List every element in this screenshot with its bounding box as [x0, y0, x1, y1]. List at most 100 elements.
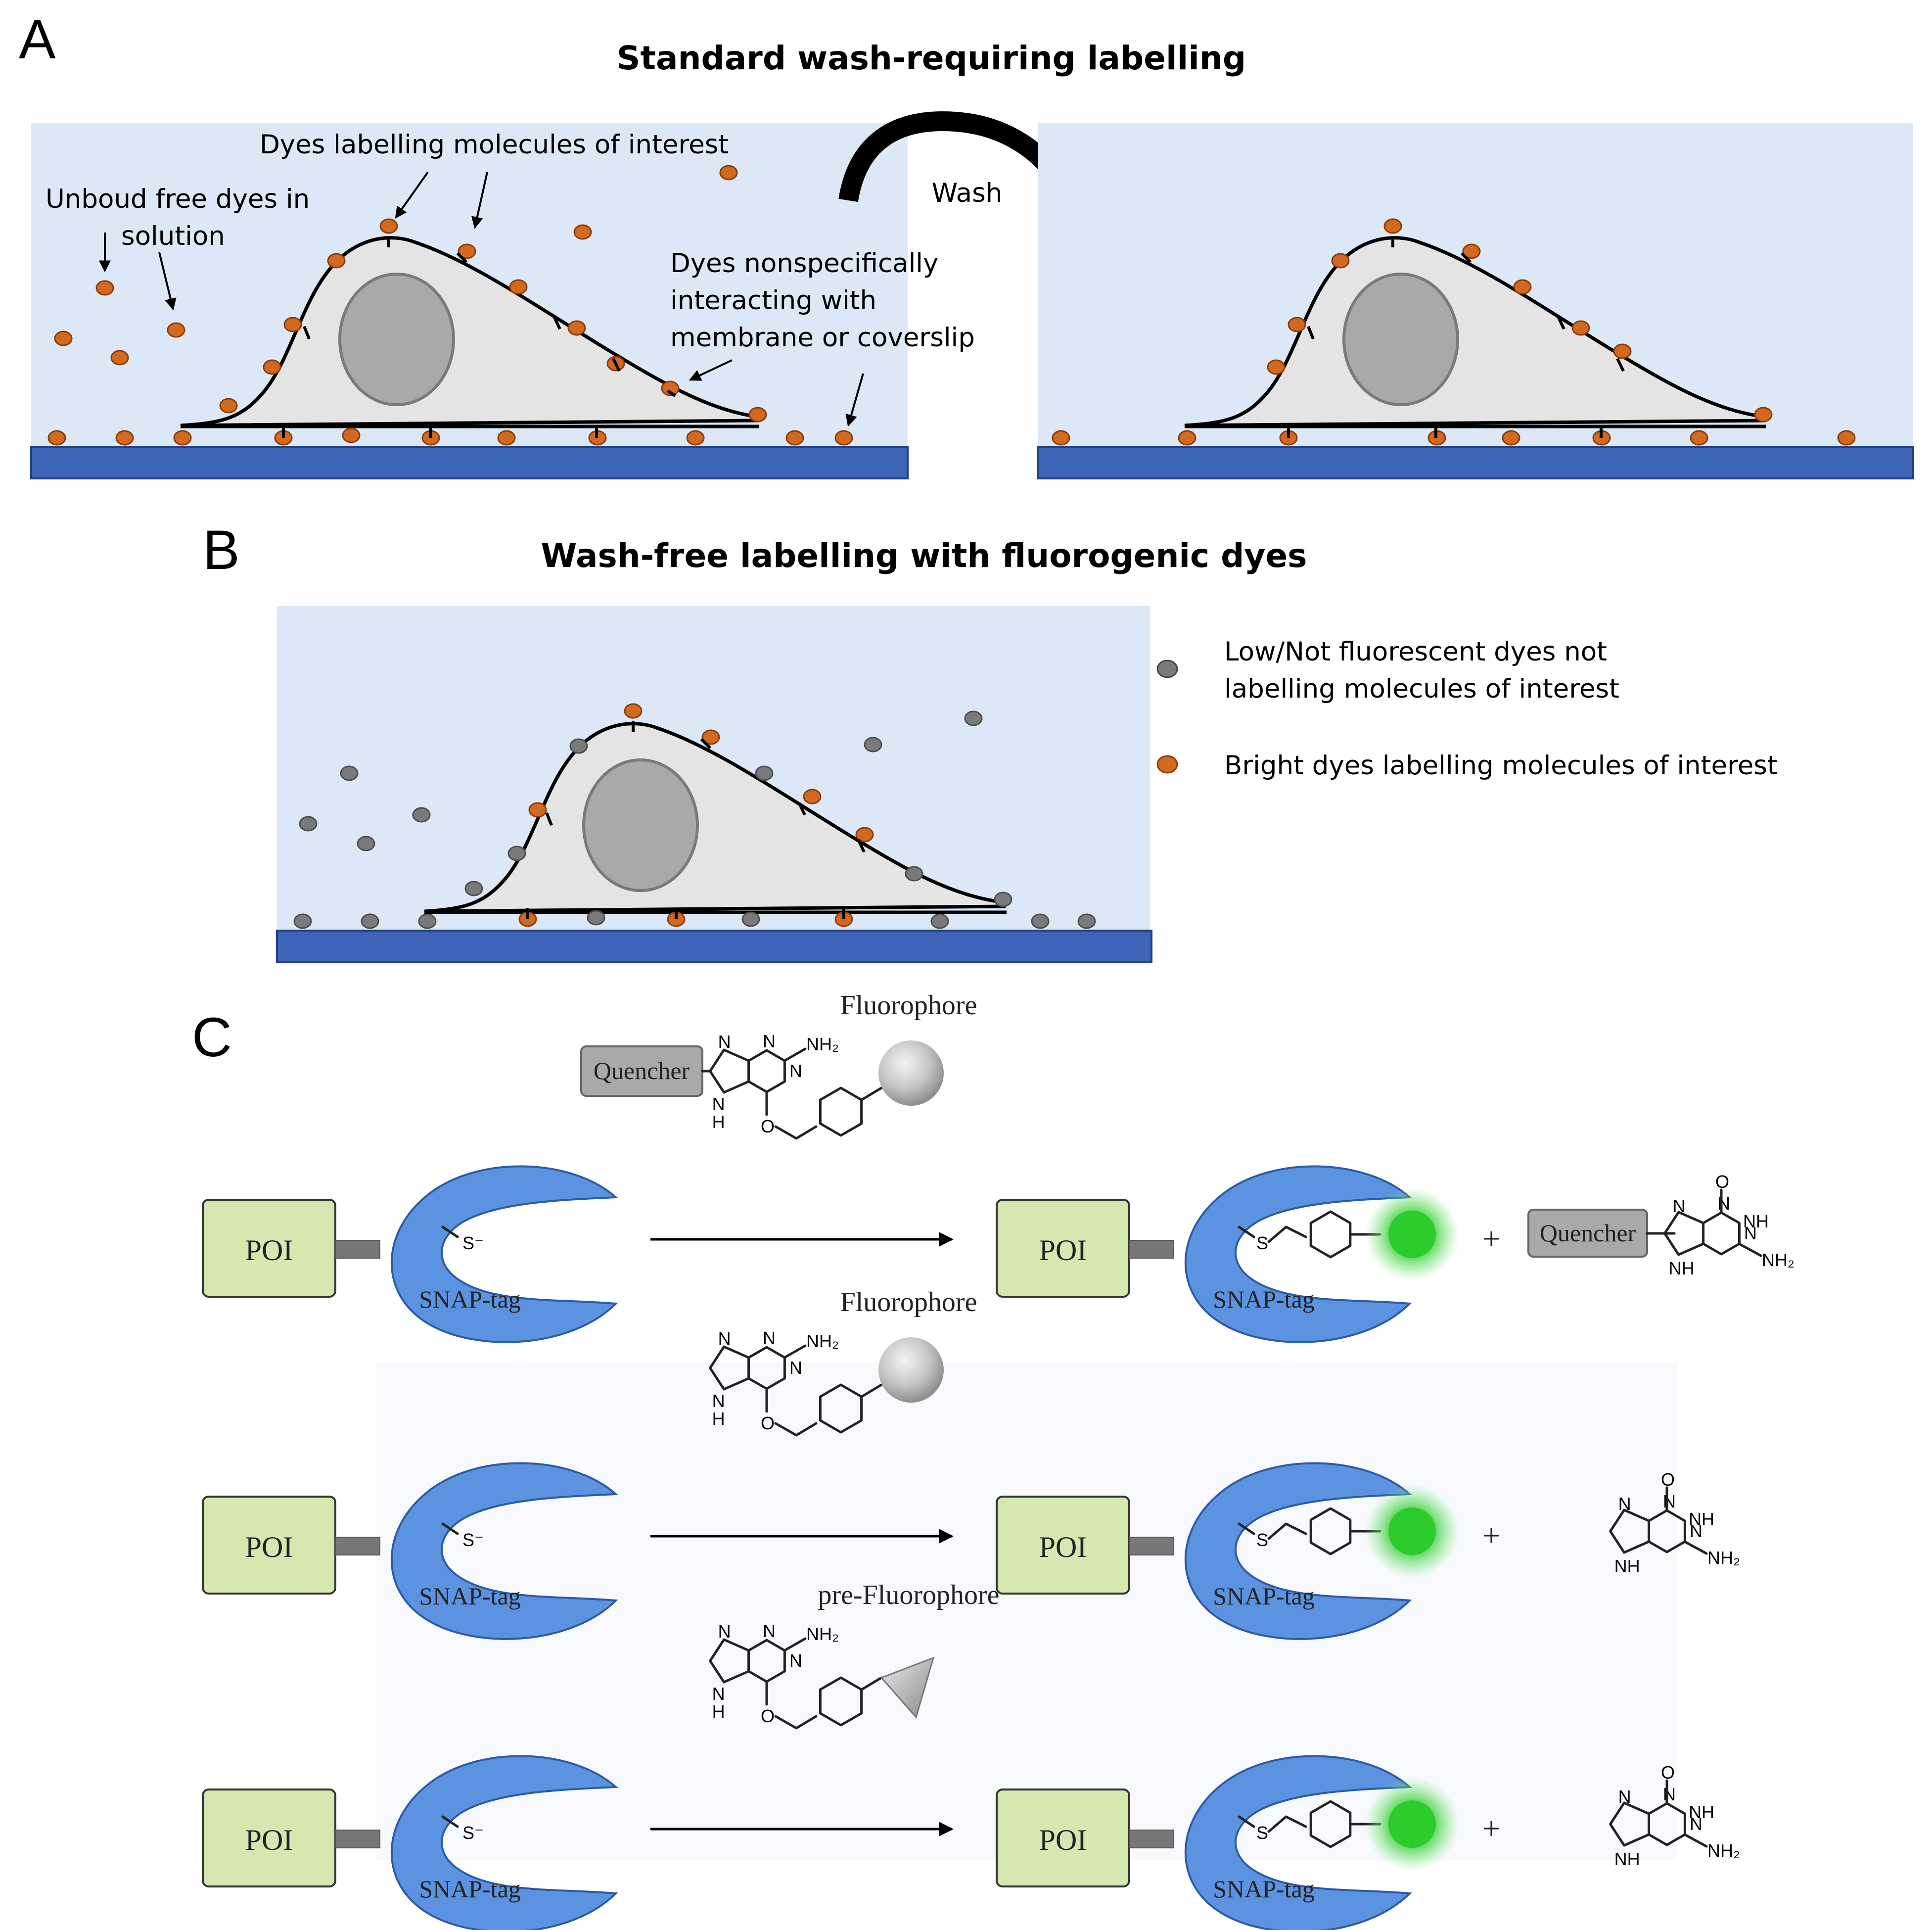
thioether-label: S: [1256, 1823, 1268, 1843]
membrane-anchor: [303, 326, 311, 340]
row3-guanine-n-label: N: [1618, 1787, 1631, 1807]
row1-guanine-n-label: N: [1717, 1193, 1730, 1214]
linker: [1129, 1830, 1174, 1848]
bright-dye: [1288, 317, 1306, 332]
bright-dye: [1178, 430, 1196, 446]
snap-tag-shape: [390, 1165, 619, 1343]
row2-n-label: N: [712, 1391, 725, 1411]
nucleus-b: [582, 758, 699, 892]
annotation-nonspecific-line3: membrane or coverslip: [670, 323, 975, 353]
row1-amine-bond: [783, 1047, 807, 1062]
dark-dye: [741, 911, 760, 927]
panel-b-title: Wash-free labelling with fluorogenic dye…: [541, 537, 1307, 575]
coverslip-b: [276, 930, 1152, 963]
row1-nh2-label: NH₂: [806, 1034, 839, 1054]
thioether-label: S: [1256, 1530, 1268, 1550]
panel-c-letter: C: [192, 1006, 232, 1068]
row3-guanine-imidazole-ring: [1609, 1801, 1651, 1847]
product-methylene-bond: [1267, 1522, 1307, 1540]
bright-dye: [1754, 407, 1773, 423]
row2-n-label: N: [718, 1328, 731, 1349]
row1-o-label: O: [761, 1116, 775, 1136]
panel-a-letter: A: [19, 8, 56, 70]
dye-layer: [47, 165, 1856, 929]
fluorescent-fluorophore: [1388, 1507, 1436, 1555]
dark-dye: [964, 710, 983, 726]
bright-dye: [1502, 430, 1520, 446]
thiolate-label: S⁻: [462, 1823, 484, 1843]
row3-methylene-bond: [774, 1715, 818, 1730]
row1-n-label: N: [789, 1061, 802, 1081]
bright-dye: [167, 322, 185, 338]
snap-tag-label: SNAP-tag: [1213, 1875, 1315, 1903]
linker: [1129, 1240, 1174, 1259]
bright-dye: [1613, 343, 1632, 359]
quencher-label-product: Quencher: [1540, 1219, 1636, 1247]
row3-substrate-imidazole: [709, 1638, 750, 1684]
bright-dye: [47, 430, 66, 446]
bright-dye: [1571, 320, 1590, 336]
reaction-row-1: POISNAP-tagS⁻QuencherNNHNNNH₂OFluorophor…: [202, 990, 1794, 1343]
row3-h-label: H: [712, 1701, 725, 1722]
bright-dye: [573, 224, 592, 240]
coverslip-left: [30, 446, 909, 479]
snap-tag-label: SNAP-tag: [1213, 1285, 1315, 1313]
thioether-bond: [1238, 1522, 1255, 1535]
membrane-anchor: [545, 812, 553, 826]
row1-guanine-amine-bond: [1738, 1242, 1762, 1257]
bright-dye: [701, 729, 720, 745]
row2-guanine-n-label: N: [1690, 1521, 1702, 1541]
row2-substrate-imidazole: [709, 1345, 750, 1391]
plus-sign: +: [1482, 1811, 1500, 1846]
bright-dye: [1462, 243, 1481, 259]
dark-dye: [930, 913, 949, 929]
poi-label: POI: [245, 1824, 293, 1856]
row1-guanine-nh2-label: NH₂: [1762, 1250, 1794, 1270]
thiol-bond: [441, 1522, 459, 1535]
bright-dye: [115, 430, 134, 446]
row1-substrate-pyrimidine: [747, 1049, 786, 1093]
membrane-anchor: [456, 252, 468, 264]
linker: [335, 1240, 380, 1259]
snap-tag-label: SNAP-tag: [1213, 1582, 1315, 1610]
bright-dye: [283, 317, 302, 332]
bright-dye: [509, 279, 528, 295]
cell-left: [180, 236, 759, 428]
bright-dye: [785, 430, 804, 446]
membrane-anchor: [797, 801, 806, 816]
row3-amine-bond: [783, 1637, 807, 1652]
dark-dye: [361, 913, 379, 929]
bright-dye: [528, 802, 547, 818]
bright-dye: [719, 165, 738, 181]
bright-dye: [803, 789, 822, 804]
thiolate-label: S⁻: [462, 1530, 484, 1550]
row3-guanine-amine-bond: [1683, 1833, 1708, 1848]
row3-n-label: N: [718, 1621, 731, 1642]
bright-dye: [173, 430, 192, 446]
membrane-anchor: [1307, 326, 1315, 340]
fluorescent-fluorophore: [1388, 1800, 1436, 1848]
cell-b: [424, 722, 1007, 914]
plus-sign: +: [1482, 1221, 1500, 1256]
linker: [1129, 1537, 1174, 1555]
product-benzyl-ring: [1309, 1210, 1352, 1259]
row2-guanine-nh-label: NH: [1689, 1509, 1714, 1529]
annotation-free-line1: Unboud free dyes in: [46, 184, 310, 214]
row2-guanine-n-label: N: [1663, 1491, 1676, 1511]
row1-guanine-imidazole-ring: [1663, 1211, 1705, 1256]
bright-dye: [748, 407, 767, 423]
dark-dye: [340, 765, 359, 781]
thioether-label: S: [1256, 1233, 1268, 1253]
snap-tag-shape: [1184, 1755, 1413, 1930]
snap-tag-label: SNAP-tag: [419, 1582, 521, 1610]
row2-h-label: H: [712, 1409, 725, 1429]
product-methylene-bond: [1267, 1815, 1307, 1833]
annotation-free-line2: solution: [121, 221, 225, 251]
linker: [335, 1830, 380, 1848]
row2-guanine-amine-bond: [1683, 1540, 1708, 1555]
row1-methylene-bond: [774, 1125, 818, 1140]
bright-dye: [1383, 218, 1402, 234]
dark-fluorophore-sphere: [878, 1040, 944, 1106]
bright-dye: [834, 430, 853, 446]
bright-dye: [342, 427, 361, 443]
